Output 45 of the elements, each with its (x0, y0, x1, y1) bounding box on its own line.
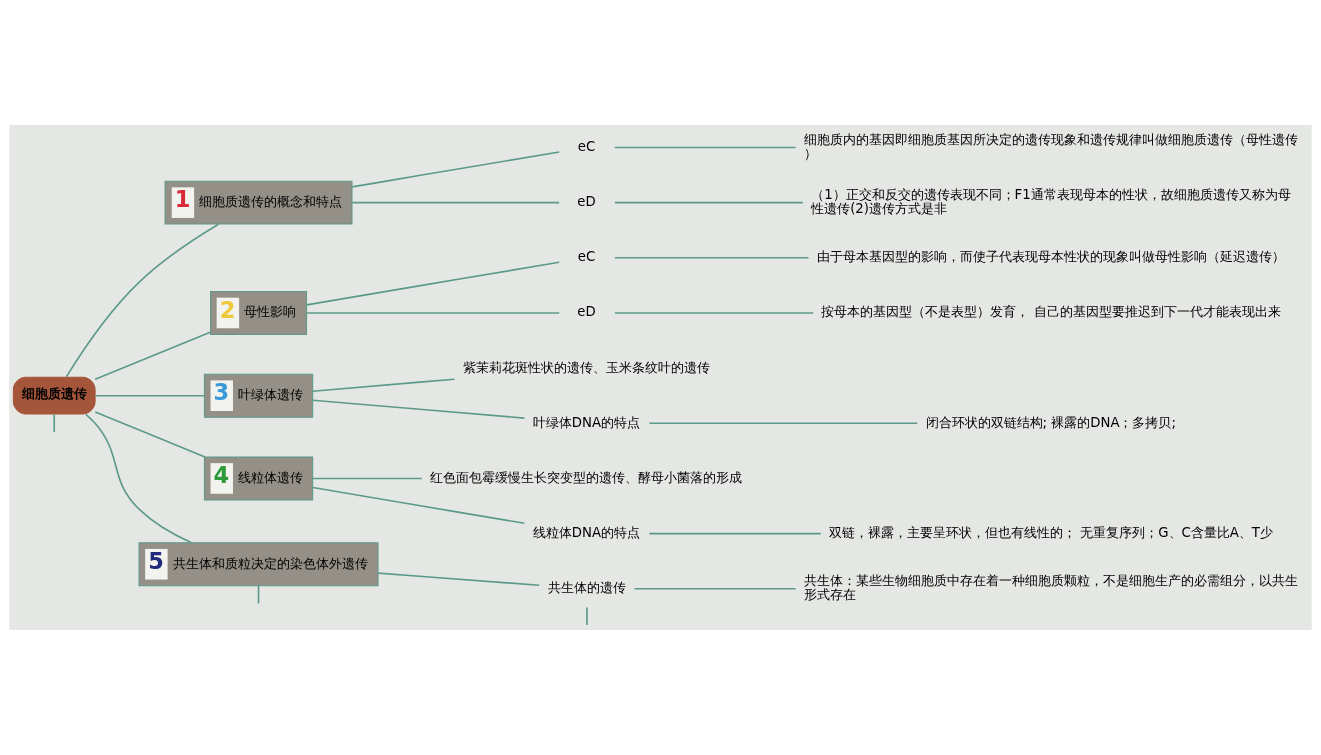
connector (351, 201, 560, 204)
connector (53, 413, 56, 433)
node-box: 3 叶绿体遗传 (203, 373, 314, 418)
connector (306, 261, 561, 306)
connector (614, 201, 804, 204)
node-text: 由于母本基因型的影响，而使子代表现母本性状的现象叫做母性影响（延迟遗传） (816, 249, 1285, 265)
connector (311, 399, 526, 419)
connector (586, 606, 588, 626)
node-box: 细胞质遗传 (12, 376, 96, 415)
node-text: eC (577, 138, 596, 154)
connector (377, 572, 541, 587)
node-text: 细胞质内的基因即细胞质基因所决定的遗传现象和遗传规律叫做细胞质遗传（母性遗传） (804, 131, 1299, 162)
node-box: 2 母性影响 (210, 291, 308, 335)
connector (614, 257, 810, 259)
node-text: eD (577, 194, 596, 210)
node-text: 红色面包霉缓慢生长突变型的遗传、酵母小菌落的形成 (430, 469, 743, 485)
connector (94, 331, 211, 381)
connector (311, 378, 456, 393)
node-text: 共生体的遗传 (547, 580, 626, 596)
connector (648, 422, 919, 425)
connector (614, 312, 814, 314)
connector (312, 486, 526, 525)
connector (351, 151, 561, 188)
node-text: 紫茉莉花斑性状的遗传、玉米条纹叶的遗传 (462, 359, 710, 375)
node-text: （1）正交和反交的遗传表现不同；F1通常表现母本的性状，故细胞质遗传又称为母性遗传(2)遗传方式是非 (811, 186, 1291, 217)
connector (305, 312, 561, 314)
node-text: 共生体：某些生物细胞质中存在着一种细胞质颗粒，不是细胞生产的必需组分，以共生形式存在 (804, 573, 1299, 603)
connector (633, 587, 797, 590)
node-text: 叶绿体DNA的特点 (532, 414, 641, 430)
connector (65, 223, 220, 378)
connector (648, 532, 822, 535)
node-text: 线粒体DNA的特点 (532, 525, 641, 541)
connector (614, 146, 797, 149)
node-box: 5 共生体和质粒决定的染色体外遗传 (138, 542, 379, 587)
node-box: 1 细胞质遗传的概念和特点 (164, 180, 353, 225)
connector (94, 411, 206, 458)
connector (311, 477, 423, 480)
node-text: 双链，裸露，主要呈环状，但也有线性的； 无重复序列；G、C含量比A、T少 (829, 525, 1273, 541)
node-text: 按母本的基因型（不是表型）发育， 自己的基因型要推迟到下一代才能表现出来 (821, 304, 1281, 320)
node-box: 4 线粒体遗传 (203, 456, 314, 501)
connector (94, 394, 206, 397)
node-text: eC (577, 249, 596, 265)
node-text: eD (577, 304, 596, 320)
node-text: 闭合环状的双链结构; 裸露的DNA；多拷贝; (925, 414, 1176, 430)
connector (84, 413, 193, 544)
